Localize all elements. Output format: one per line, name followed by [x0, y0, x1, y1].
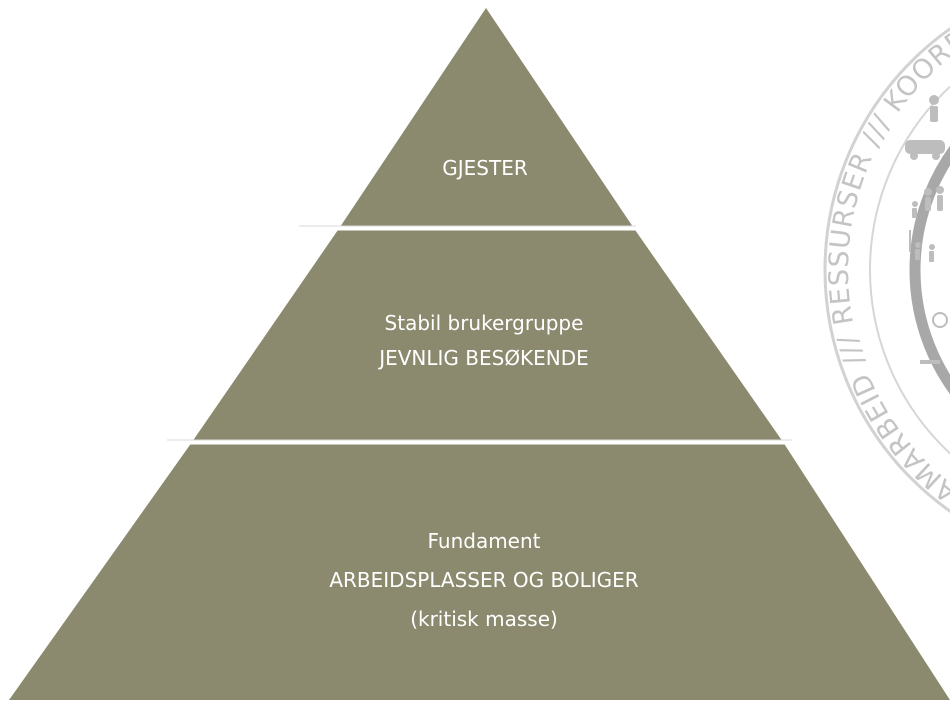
top-tier-label: GJESTER: [442, 156, 528, 180]
seal-pictogram-icons: [905, 95, 948, 364]
bottom-tier-title: Fundament: [427, 529, 540, 553]
bottom-tier-subtitle: ARBEIDSPLASSER OG BOLIGER: [329, 568, 638, 592]
pyramid-tier-middle: [192, 227, 783, 442]
middle-tier-subtitle: JEVNLIG BESØKENDE: [377, 346, 589, 370]
pyramid: [9, 8, 950, 700]
bottom-tier-note: (kritisk masse): [410, 607, 558, 631]
seal-logo: SAMARBEID /// RESSURSER /// KOORDINERING: [823, 0, 950, 520]
seal-inner-ring: [909, 145, 950, 395]
middle-tier-title: Stabil brukergruppe: [385, 311, 584, 335]
pyramid-tier-top: [340, 8, 633, 227]
pyramid-tier-bottom: [9, 442, 950, 700]
